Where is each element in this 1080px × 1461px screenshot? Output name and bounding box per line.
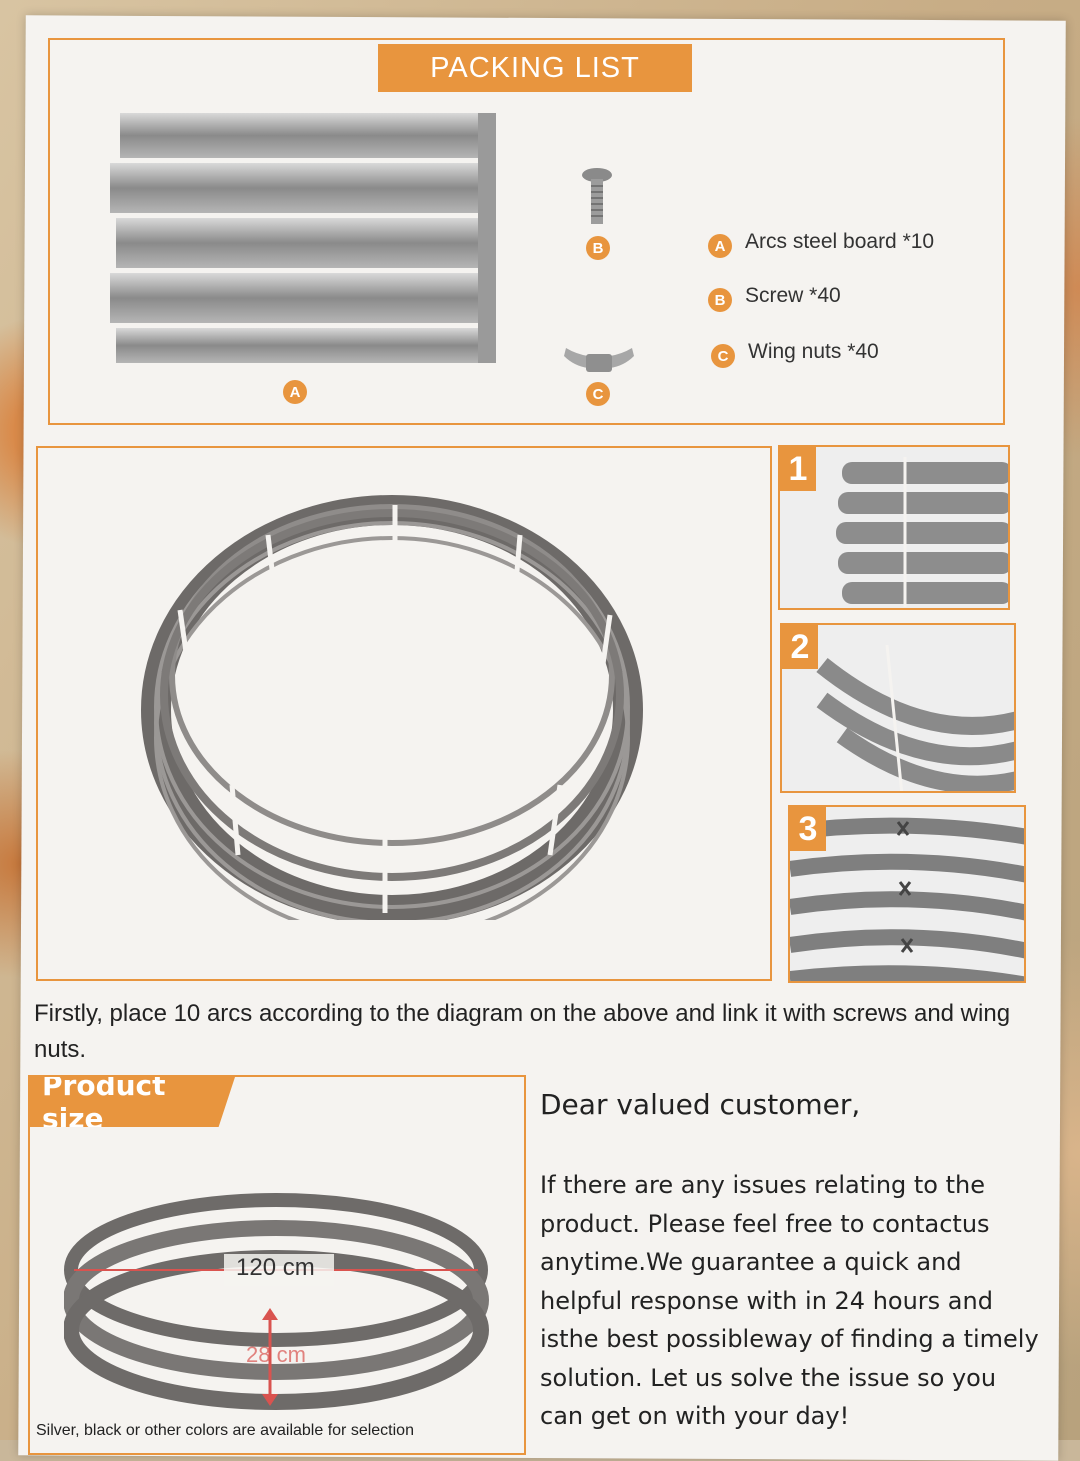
wing-nut-icon <box>564 348 634 372</box>
customer-message: If there are any issues relating to the … <box>540 1171 1039 1430</box>
step-3-panel: 3 <box>788 805 1026 983</box>
arc-steel-board-illustration <box>110 113 496 363</box>
step-3-number: 3 <box>790 807 826 851</box>
packing-list-title: PACKING LIST <box>378 44 692 92</box>
step-2-number: 2 <box>782 625 818 669</box>
step-2-detail-illustration <box>816 644 1014 791</box>
packing-list-frame <box>48 38 1005 425</box>
assembly-instruction: Firstly, place 10 arcs according to the … <box>34 1000 1011 1063</box>
part-a-label: A <box>283 380 307 404</box>
step-3-detail-illustration <box>790 817 1024 981</box>
step-1-number: 1 <box>780 447 816 491</box>
height-label: 28 cm <box>246 1342 306 1367</box>
customer-greeting: Dear valued customer, <box>540 1088 861 1121</box>
assembled-ring-illustration <box>141 495 643 920</box>
product-size-title: Product size <box>30 1077 235 1127</box>
screw-icon <box>582 168 612 224</box>
step-1-panel: 1 <box>778 445 1010 610</box>
packing-item-b-text: Screw *40 <box>745 284 841 307</box>
product-size-illustration <box>64 1193 489 1410</box>
color-availability-note: Silver, black or other colors are availa… <box>36 1422 414 1439</box>
step-1-detail-illustration <box>836 457 1008 607</box>
badge-a-icon: A <box>708 234 732 258</box>
badge-c-icon: C <box>711 344 735 368</box>
step-2-panel: 2 <box>780 623 1016 793</box>
assembly-diagram-frame <box>36 446 772 981</box>
badge-b-icon: B <box>708 288 732 312</box>
part-b-label: B <box>586 236 610 260</box>
diameter-label: 120 cm <box>236 1254 315 1281</box>
packing-item-c-text: Wing nuts *40 <box>748 340 879 363</box>
packing-item-a-text: Arcs steel board *10 <box>745 230 935 253</box>
part-c-label: C <box>586 382 610 406</box>
